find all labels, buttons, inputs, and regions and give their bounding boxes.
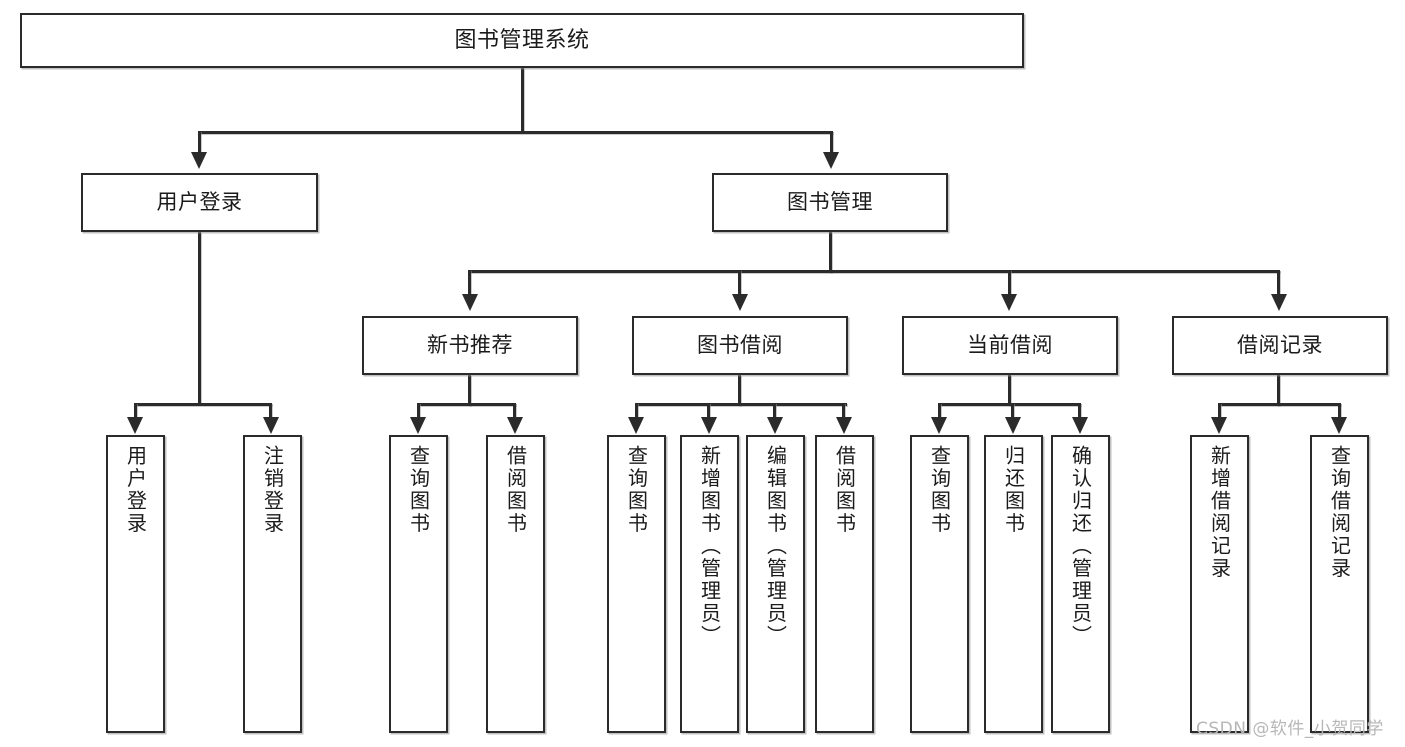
node-leaf-borrow-book-1[interactable]: 借阅图书: [486, 435, 545, 733]
node-leaf-logout[interactable]: 注销登录: [243, 435, 302, 733]
node-book-borrow-label: 图书借阅: [697, 333, 783, 358]
csdn-watermark: CSDN @软件_小贺同学: [1196, 719, 1384, 739]
node-leaf-confirm-return[interactable]: 确认归还（管理员）: [1051, 435, 1110, 733]
arrow-to-leaf-return-book: [1005, 417, 1021, 434]
connector-new-book-bus: [417, 403, 516, 406]
connector-root-stem: [521, 68, 524, 132]
node-leaf-add-borrow-record-label: 新增借阅记录: [1207, 445, 1232, 580]
connector-current-borrow-stem: [1008, 375, 1011, 406]
node-leaf-borrow-book-1-label: 借阅图书: [503, 445, 528, 535]
node-borrow-record[interactable]: 借阅记录: [1172, 316, 1388, 375]
node-borrow-record-label: 借阅记录: [1237, 333, 1323, 358]
connector-book-borrow-bus: [635, 403, 847, 406]
connector-user-login-drop-2: [269, 403, 272, 418]
arrow-to-leaf-add-borrow-record: [1211, 417, 1227, 434]
node-user-login-label: 用户登录: [156, 190, 243, 215]
arrow-to-borrow-record: [1271, 294, 1287, 311]
node-leaf-add-borrow-record[interactable]: 新增借阅记录: [1190, 435, 1249, 733]
connector-level3-drop-1: [468, 270, 471, 295]
node-book-borrow[interactable]: 图书借阅: [632, 316, 848, 375]
node-leaf-add-book[interactable]: 新增图书（管理员）: [680, 435, 739, 733]
connector-book-borrow-drop-3: [773, 403, 776, 418]
connector-new-book-drop-1: [417, 403, 420, 418]
connector-borrow-record-stem: [1277, 375, 1280, 406]
arrow-to-current-borrow: [1001, 294, 1017, 311]
node-new-book-recommend-label: 新书推荐: [427, 333, 513, 358]
arrow-to-leaf-confirm-return: [1072, 417, 1088, 434]
connector-user-login-stem: [198, 232, 201, 405]
connector-new-book-stem: [468, 375, 471, 406]
node-leaf-return-book[interactable]: 归还图书: [984, 435, 1043, 733]
connector-current-borrow-drop-3: [1078, 403, 1081, 418]
node-leaf-borrow-book-2-label: 借阅图书: [832, 445, 857, 535]
node-leaf-return-book-label: 归还图书: [1001, 445, 1026, 535]
arrow-to-leaf-query-borrow-record: [1331, 417, 1347, 434]
connector-level3-drop-2: [738, 270, 741, 295]
node-leaf-logout-label: 注销登录: [260, 445, 285, 535]
node-book-management[interactable]: 图书管理: [712, 173, 948, 232]
node-leaf-query-book-3-label: 查询图书: [927, 445, 952, 535]
connector-user-login-bus: [134, 403, 272, 406]
connector-book-borrow-drop-1: [635, 403, 638, 418]
connector-level3-drop-3: [1008, 270, 1011, 295]
connector-borrow-record-drop-2: [1338, 403, 1341, 418]
arrow-to-leaf-add-book: [701, 417, 717, 434]
node-leaf-query-borrow-record[interactable]: 查询借阅记录: [1310, 435, 1369, 733]
node-current-borrow[interactable]: 当前借阅: [902, 316, 1118, 375]
connector-book-borrow-drop-2: [707, 403, 710, 418]
connector-current-borrow-drop-1: [938, 403, 941, 418]
connector-book-management-stem: [829, 232, 832, 273]
connector-current-borrow-bus: [938, 403, 1081, 406]
node-leaf-borrow-book-2[interactable]: 借阅图书: [815, 435, 874, 733]
connector-borrow-record-drop-1: [1218, 403, 1221, 418]
arrow-to-user-login: [191, 152, 207, 169]
arrow-to-leaf-borrow-book-2: [836, 417, 852, 434]
arrow-to-new-book-recommend: [462, 294, 478, 311]
node-leaf-edit-book-label: 编辑图书（管理员）: [763, 445, 788, 648]
arrow-to-leaf-logout: [263, 417, 279, 434]
connector-new-book-drop-2: [513, 403, 516, 418]
node-leaf-edit-book[interactable]: 编辑图书（管理员）: [746, 435, 805, 733]
connector-level2-drop-right: [830, 131, 833, 153]
node-user-login[interactable]: 用户登录: [81, 173, 318, 232]
node-leaf-query-book-2-label: 查询图书: [624, 445, 649, 535]
arrow-to-leaf-edit-book: [767, 417, 783, 434]
node-book-management-label: 图书管理: [787, 190, 873, 215]
node-leaf-query-book-2[interactable]: 查询图书: [607, 435, 666, 733]
node-leaf-add-book-label: 新增图书（管理员）: [697, 445, 722, 648]
node-leaf-user-login-label: 用户登录: [123, 445, 148, 535]
connector-level2-bus: [198, 131, 833, 134]
arrow-to-leaf-query-book-1: [410, 417, 426, 434]
connector-book-borrow-stem: [738, 375, 741, 406]
node-leaf-query-book-3[interactable]: 查询图书: [910, 435, 969, 733]
node-current-borrow-label: 当前借阅: [967, 333, 1053, 358]
connector-level2-drop-left: [198, 131, 201, 153]
arrow-to-leaf-borrow-book-1: [507, 417, 523, 434]
arrow-to-book-borrow: [732, 294, 748, 311]
arrow-to-leaf-query-book-2: [628, 417, 644, 434]
connector-current-borrow-drop-2: [1011, 403, 1014, 418]
node-leaf-query-book-1[interactable]: 查询图书: [389, 435, 448, 733]
arrow-to-leaf-query-book-3: [931, 417, 947, 434]
connector-level3-drop-4: [1277, 270, 1280, 295]
node-leaf-query-borrow-record-label: 查询借阅记录: [1327, 445, 1352, 580]
arrow-to-leaf-user-login: [127, 417, 143, 434]
node-leaf-user-login[interactable]: 用户登录: [106, 435, 165, 733]
connector-user-login-drop-1: [134, 403, 137, 418]
node-leaf-query-book-1-label: 查询图书: [406, 445, 431, 535]
node-root[interactable]: 图书管理系统: [20, 13, 1024, 68]
node-leaf-confirm-return-label: 确认归还（管理员）: [1068, 445, 1093, 648]
node-new-book-recommend[interactable]: 新书推荐: [362, 316, 578, 375]
connector-borrow-record-bus: [1218, 403, 1341, 406]
connector-book-borrow-drop-4: [842, 403, 845, 418]
arrow-to-book-management: [823, 152, 839, 169]
node-root-label: 图书管理系统: [454, 27, 590, 53]
connector-level3-bus: [468, 270, 1280, 273]
